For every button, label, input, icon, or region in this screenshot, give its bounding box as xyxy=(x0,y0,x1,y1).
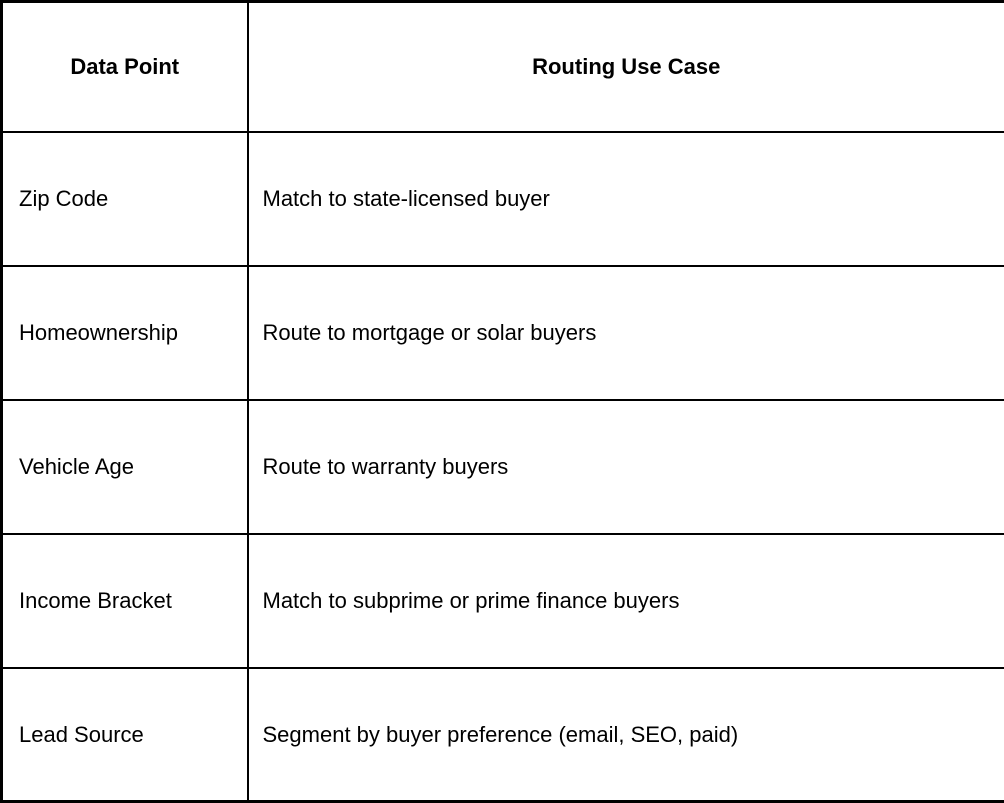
use-case-cell: Route to warranty buyers xyxy=(248,400,1004,534)
table-row: Vehicle Age Route to warranty buyers xyxy=(2,400,1004,534)
data-point-cell: Lead Source xyxy=(2,668,248,802)
use-case-cell: Route to mortgage or solar buyers xyxy=(248,266,1004,400)
data-point-cell: Income Bracket xyxy=(2,534,248,668)
table-row: Homeownership Route to mortgage or solar… xyxy=(2,266,1004,400)
table-row: Income Bracket Match to subprime or prim… xyxy=(2,534,1004,668)
table-row: Zip Code Match to state-licensed buyer xyxy=(2,132,1004,266)
data-point-cell: Homeownership xyxy=(2,266,248,400)
table-header-row: Data Point Routing Use Case xyxy=(2,2,1004,132)
use-case-cell: Match to state-licensed buyer xyxy=(248,132,1004,266)
use-case-cell: Match to subprime or prime finance buyer… xyxy=(248,534,1004,668)
table-row: Lead Source Segment by buyer preference … xyxy=(2,668,1004,802)
column-header-data-point: Data Point xyxy=(2,2,248,132)
data-point-cell: Zip Code xyxy=(2,132,248,266)
column-header-routing-use-case: Routing Use Case xyxy=(248,2,1004,132)
data-point-cell: Vehicle Age xyxy=(2,400,248,534)
use-case-cell: Segment by buyer preference (email, SEO,… xyxy=(248,668,1004,802)
